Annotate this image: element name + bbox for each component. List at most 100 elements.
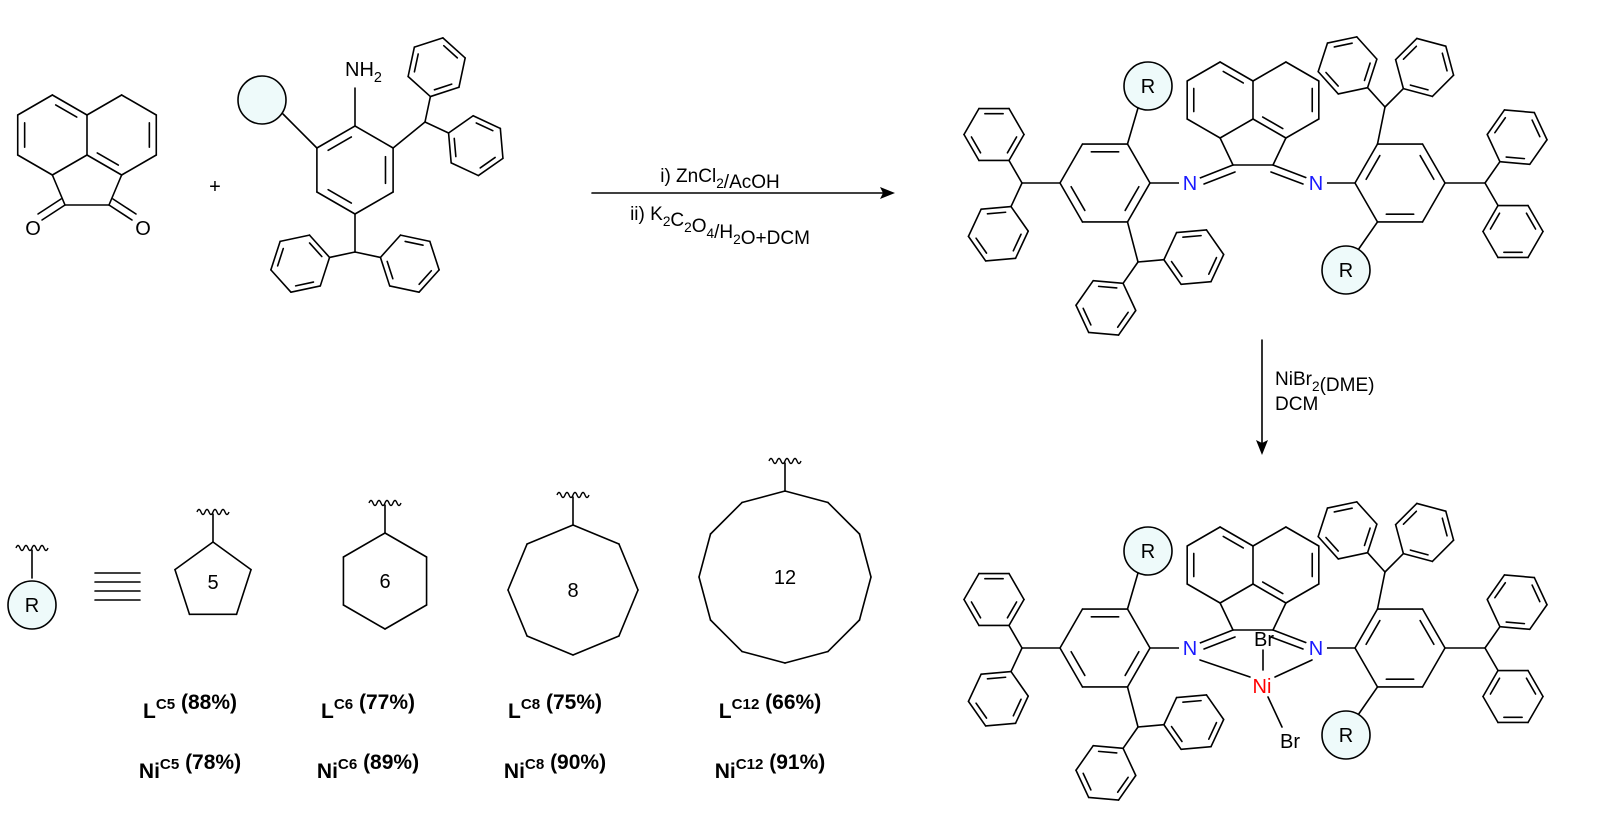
double-bond-line [96,152,120,166]
phenyl-ring-bond [984,257,1017,262]
phenyl-ring-bond [458,57,466,89]
phenyl-bond [1484,625,1501,649]
r-group-circle [1123,526,1173,576]
carbonyl-bond [108,204,133,221]
aryl-ring-bond [1354,143,1379,184]
double-bond-line [1363,527,1371,547]
phenyl-ring-bond [1014,230,1030,260]
phenyl-ring-bond [270,240,281,271]
double-bond-line [276,247,285,267]
imine-bond [1272,164,1308,179]
phenyl-ring-bond [1499,625,1531,631]
imine-bond [1270,171,1304,185]
phenyl-ring-bond [967,235,987,262]
double-bond-line [1222,70,1245,84]
phenyl-ring-bond [967,673,982,703]
cycloalkane-ring-12-bond [858,533,872,578]
double-bond-line [1441,52,1448,72]
n-ni-bond [1274,659,1313,678]
phenyl-bond [1484,160,1501,184]
aryl-ring-bond [1421,182,1446,223]
ni-br-bond [1267,696,1283,728]
phenyl-ring-bond [407,75,432,98]
phenyl-ring-bond [290,285,322,293]
naphthalene-ring-bond [1186,526,1221,547]
double-bond-line [1333,42,1353,48]
double-bond-line [1182,699,1202,704]
complex-yield-label: NiC8 (90%) [504,751,606,783]
bond [1376,571,1386,610]
imine-bond [1270,636,1304,650]
phenyl-ring-bond [1337,86,1369,95]
plus-sign: + [209,176,221,198]
cycloalkane-ring-12-bond [858,576,872,621]
phenyl-ring-bond [1210,718,1225,748]
phenyl-ring-bond [1527,695,1544,724]
ring-size-label: 6 [379,571,390,593]
cycloalkane-ring-8-bond [507,589,528,637]
phenyl-ring-bond [1431,539,1455,563]
phenyl-ring-bond [319,256,331,287]
cycloalkane-ring-6-bond [384,604,428,630]
phenyl-bond [1008,159,1023,184]
attachment-wavy-bond [368,499,402,507]
double-bond-line [1419,154,1435,181]
phenyl-ring-bond [1394,58,1405,90]
aryl-ring-bond [1354,608,1379,649]
double-bond-line [1124,185,1140,212]
double-bond-line [1441,517,1448,537]
phenyl-bond [1137,258,1165,263]
double-bond-line [294,281,315,287]
double-bond-line [1097,750,1118,754]
phenyl-ring-bond [1210,253,1225,283]
double-bond-line [975,702,988,719]
step2-reagent-line2: DCM [1275,394,1318,415]
phenyl-bond [354,251,382,259]
phenyl-ring-bond [1533,576,1548,606]
phenyl-bond [1122,726,1139,750]
double-bond-line [1363,62,1371,82]
phenyl-ring-bond [1533,111,1548,141]
phenyl-ring-bond [1394,502,1418,526]
double-bond-line [1494,581,1507,599]
double-bond-line [1489,212,1501,230]
bromine-label: Br [1280,731,1300,753]
bond [1126,221,1139,263]
double-bond-line [1365,154,1381,181]
double-bond-line [1222,535,1245,549]
phenyl-ring-bond [379,256,391,287]
phenyl-ring-bond [963,572,980,601]
phenyl-ring-bond [963,133,980,162]
naphthalene-ring-bond [1219,61,1254,82]
ring-size-label: 12 [774,567,796,589]
complex-yield-label: NiC6 (89%) [317,751,419,783]
phenyl-ring-bond [1163,258,1182,286]
phenyl-ring-bond [1402,552,1434,563]
phenyl-bond [1137,723,1165,728]
r-group-circle [7,580,57,630]
cycloalkane-ring-12-bond [698,533,712,578]
phenyl-ring-bond [1087,331,1120,336]
bond [1219,137,1234,166]
aryl-ring-bond [1059,143,1084,184]
double-bond-line [1494,116,1507,134]
cycloalkane-ring-8-bond [572,635,620,656]
naphthalene-ring-bond [1285,118,1320,139]
double-bond-line [1365,619,1381,646]
phenyl-ring-bond [1008,598,1025,627]
r-group-circle [237,75,287,125]
phenyl-ring-bond [1175,229,1208,234]
phenyl-ring-bond [270,269,292,293]
phenyl-ring-bond [963,107,980,136]
bond [392,121,426,149]
phenyl-ring-bond [1499,160,1531,166]
phenyl-ring-bond [1394,523,1405,555]
cycloalkane-ring-8-bond [572,524,620,545]
phenyl-ring-bond [442,37,466,59]
phenyl-ring-bond [1180,280,1212,286]
double-bond-line [1082,307,1092,326]
attachment-wavy-bond [196,508,230,516]
phenyl-ring-bond [413,37,444,48]
bond [1126,686,1139,728]
cycloalkane-ring-6-bond [342,532,386,558]
